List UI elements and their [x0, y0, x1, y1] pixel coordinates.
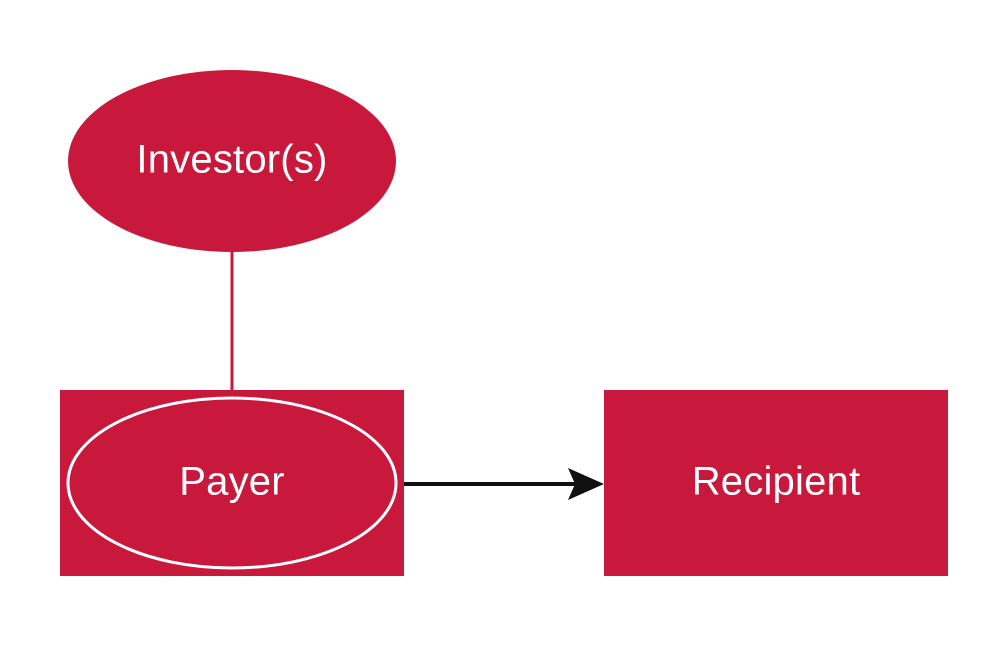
node-payer[interactable]: Payer	[60, 390, 404, 576]
payer-ellipse-outline	[66, 396, 398, 570]
payer-label: Payer	[179, 460, 285, 504]
node-recipient[interactable]: Recipient	[604, 390, 948, 576]
investor-ellipse-shape[interactable]	[68, 70, 396, 252]
investor-label: Investor(s)	[136, 138, 327, 182]
arrowhead-icon	[568, 468, 604, 500]
edge-payer-to-recipient	[404, 468, 604, 500]
recipient-rectangle-shape[interactable]	[604, 390, 948, 576]
recipient-label: Recipient	[692, 460, 861, 504]
node-investor[interactable]: Investor(s)	[68, 70, 396, 252]
